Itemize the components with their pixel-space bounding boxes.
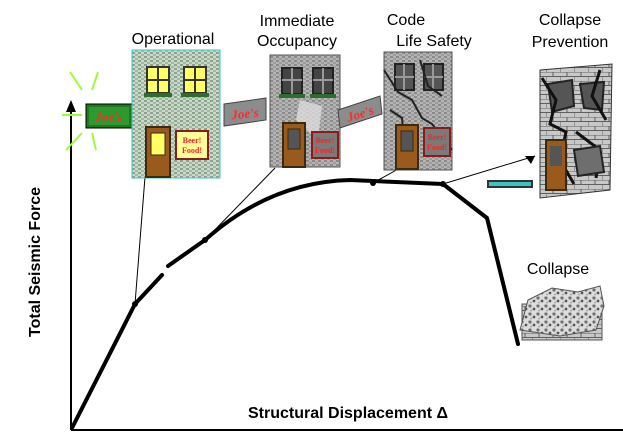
leader-immediate-occupancy: [204, 167, 276, 241]
label-collapse: Collapse: [527, 261, 589, 278]
cp-menu-board: [572, 144, 606, 178]
io-sign-text: Joe's: [230, 105, 260, 123]
label-collapse-prevention-line1: Collapse: [539, 12, 601, 29]
marker-life-safety: [370, 180, 376, 186]
building-life-safety: Joe's Beer! Food!: [337, 51, 453, 171]
svg-text:Beer!: Beer!: [428, 133, 447, 142]
operational-menu-board: [175, 130, 209, 160]
leader-lines: [134, 155, 536, 305]
x-axis-title: Structural Displacement Δ: [248, 405, 448, 422]
y-axis-arrowhead: [66, 100, 76, 112]
label-life-safety-line1: Code: [387, 12, 425, 29]
y-axis-title: Total Seismic Force: [27, 187, 44, 337]
axes: [66, 100, 623, 431]
marker-immediate-occupancy: [202, 237, 208, 243]
curve-markers: [132, 156, 535, 307]
svg-text:Food!: Food!: [182, 146, 202, 155]
leader-arrowhead: [525, 156, 535, 164]
cp-fallen-sign: [487, 180, 533, 188]
building-collapse: [519, 285, 605, 341]
collapse-rubble-pile: [519, 285, 605, 337]
building-collapse-prevention: [487, 63, 613, 199]
io-sign: [223, 97, 267, 127]
cp-cracks: [540, 69, 608, 185]
leader-operational: [134, 176, 146, 305]
label-immediate-occupancy-line1: Immediate: [260, 13, 335, 30]
io-menu-board: [311, 131, 339, 159]
svg-text:Food!: Food!: [315, 146, 335, 155]
marker-collapse-prevention: [440, 181, 446, 187]
label-collapse-prevention-line2: Prevention: [532, 34, 609, 51]
label-immediate-occupancy-line2: Occupancy: [257, 33, 337, 50]
leader-collapse-prevention: [442, 155, 536, 185]
svg-text:Food!: Food!: [427, 143, 447, 152]
capacity-curve: [70, 178, 520, 430]
marker-operational: [132, 301, 138, 307]
ls-sign: [337, 95, 383, 129]
label-life-safety-line2: Life Safety: [396, 33, 472, 50]
ls-menu-board: [423, 127, 451, 157]
svg-text:Beer!: Beer!: [316, 136, 335, 145]
operational-sign-text: Joe's: [94, 109, 122, 124]
glow-rays-icon: [62, 71, 99, 151]
building-operational: Joe's Beer! Food!: [62, 49, 221, 179]
label-operational: Operational: [132, 31, 215, 48]
building-immediate-occupancy: Joe's Beer! Food!: [223, 54, 341, 168]
svg-text:Beer!: Beer!: [183, 136, 202, 145]
